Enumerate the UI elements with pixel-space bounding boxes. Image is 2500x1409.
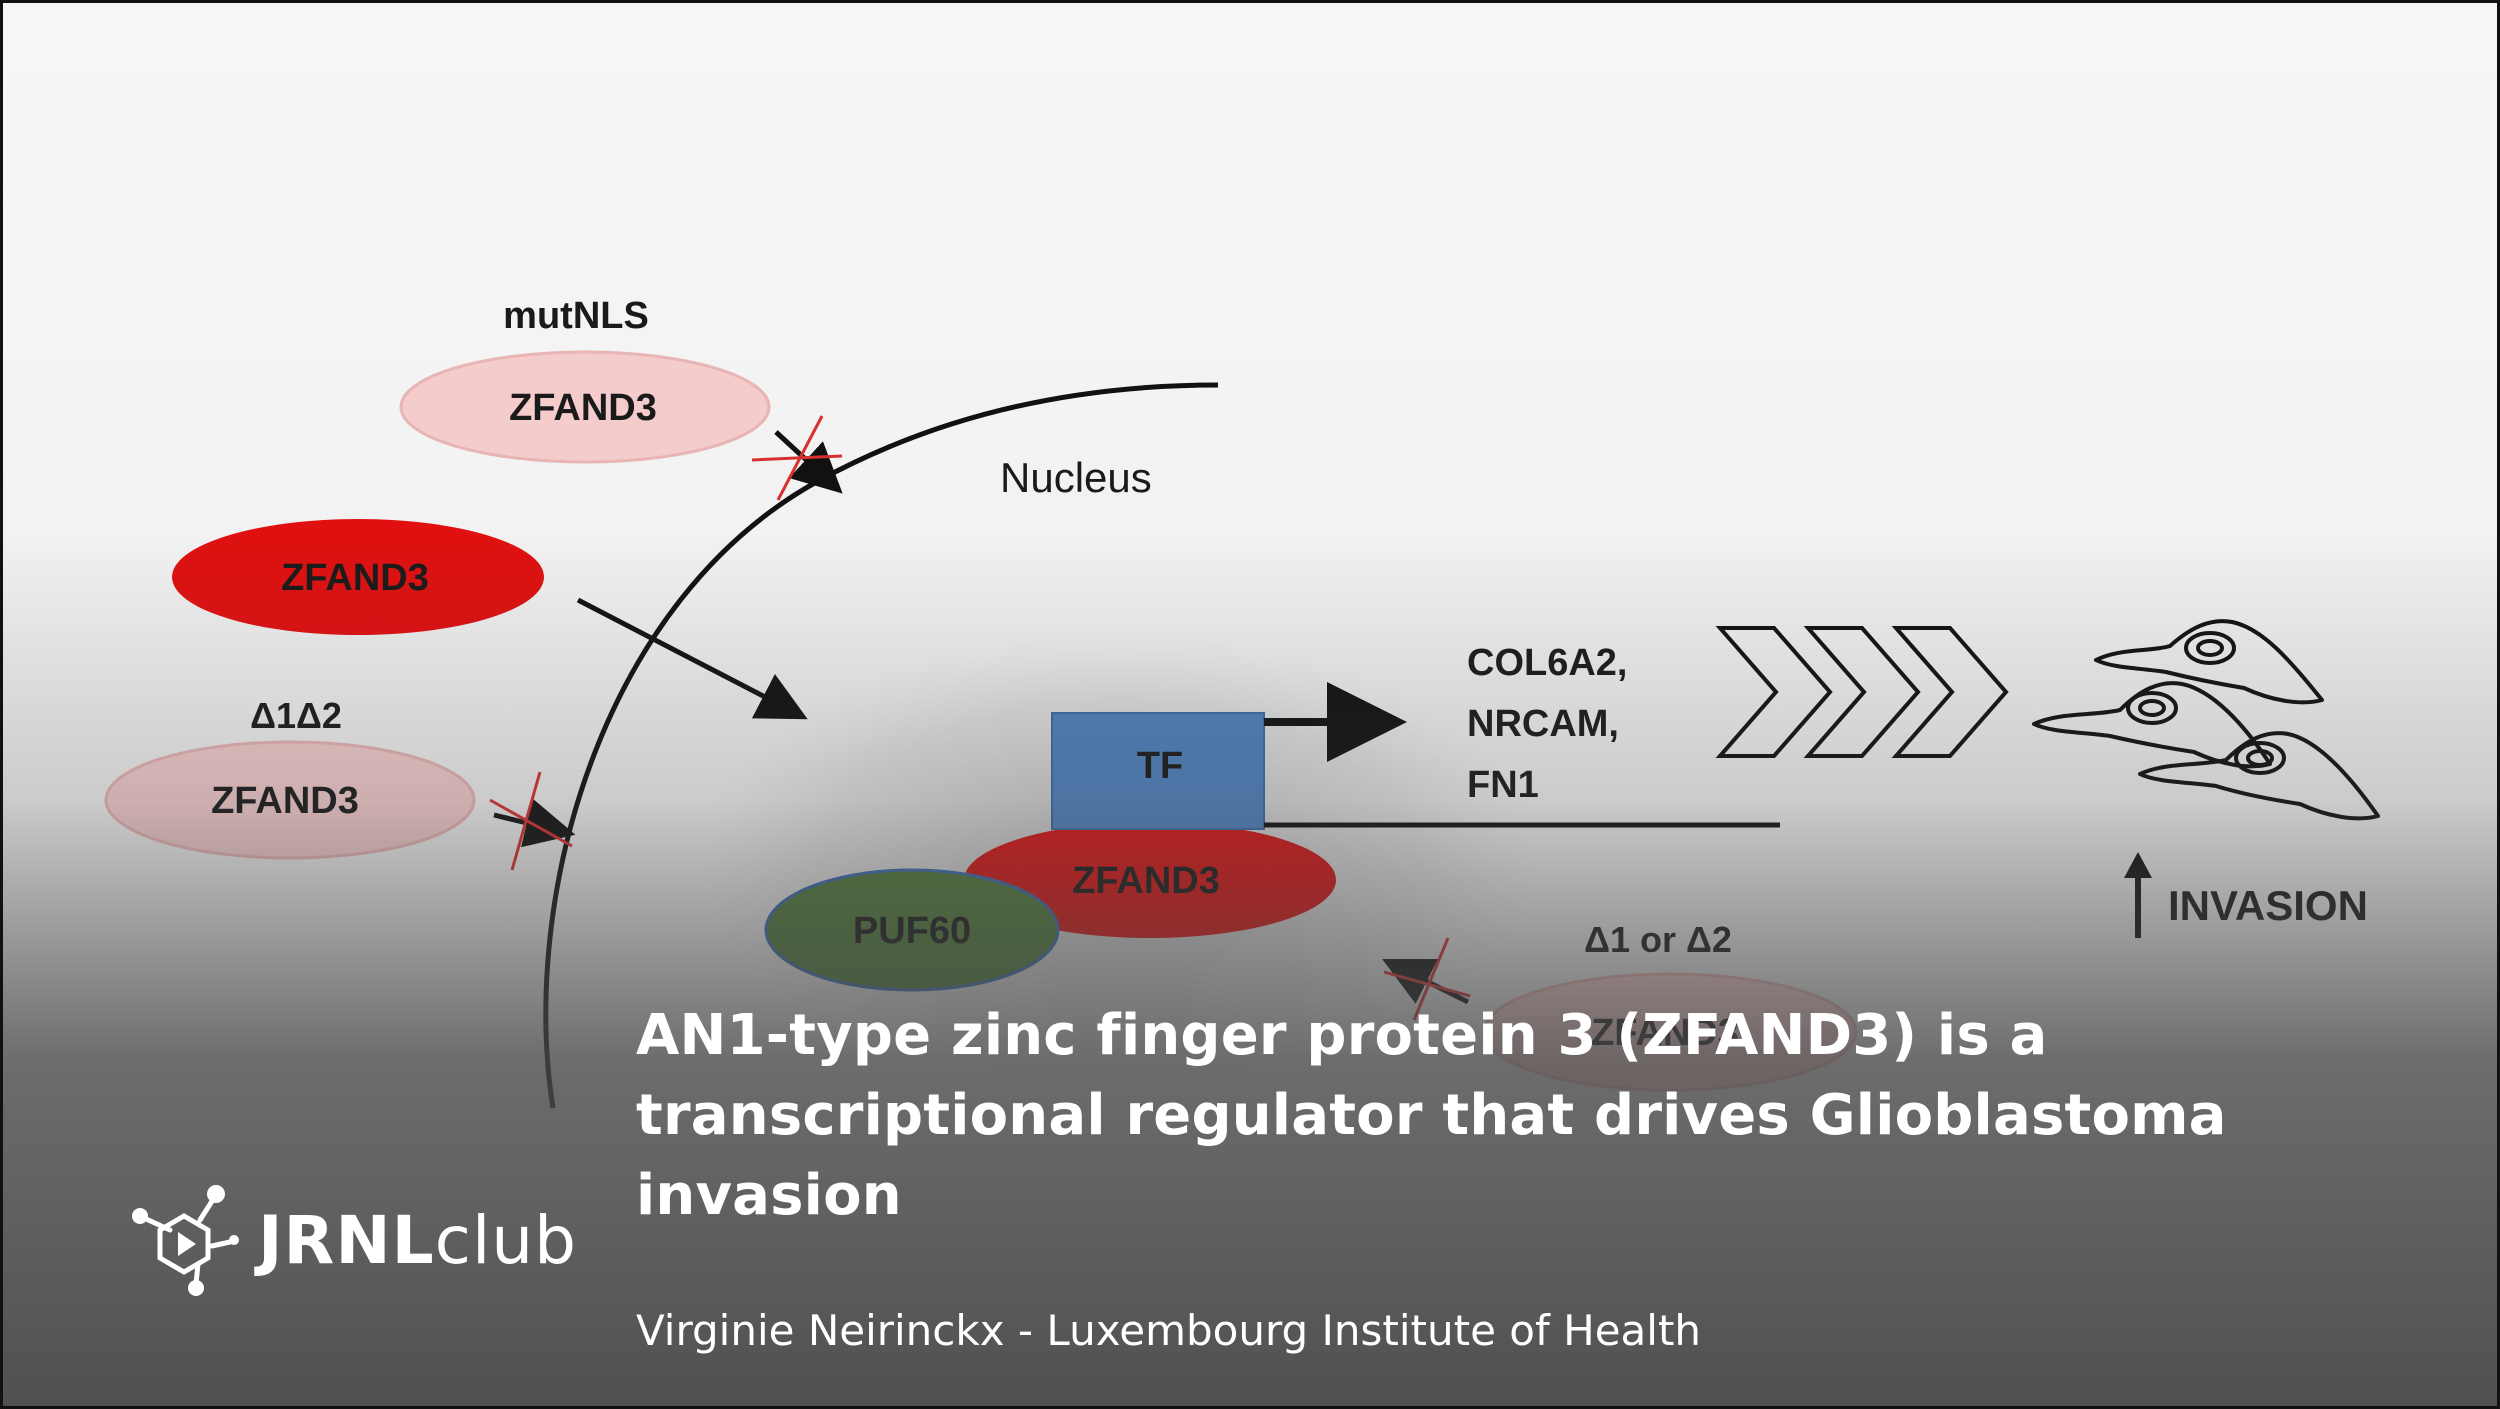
brand-bold: JRNL — [258, 1201, 435, 1279]
invasion-label: INVASION — [2168, 882, 2368, 929]
target-gene-col6a2: COL6A2, — [1467, 642, 1627, 684]
tf-label: TF — [1137, 745, 1183, 787]
mutnls-zfand3-label: ZFAND3 — [509, 387, 657, 429]
brand-light: club — [434, 1201, 578, 1279]
puf60-label: PUF60 — [853, 910, 971, 952]
molecule-play-icon — [132, 1185, 239, 1296]
brand-wordmark: JRNLclub — [258, 1202, 577, 1279]
target-gene-nrcam: NRCAM, — [1467, 703, 1619, 745]
d1-or-d2-label: Δ1 or Δ2 — [1584, 919, 1732, 960]
author-affiliation: Virginie Neirinckx - Luxembourg Institut… — [636, 1306, 1702, 1355]
d1d2-label: Δ1Δ2 — [250, 695, 342, 736]
d1d2-zfand3-label: ZFAND3 — [211, 780, 359, 822]
target-gene-fn1: FN1 — [1467, 764, 1539, 806]
nucleus-label: Nucleus — [1000, 454, 1152, 501]
jrnlclub-logo: JRNLclub — [126, 1180, 577, 1300]
paper-title: AN1-type zinc finger protein 3 (ZFAND3) … — [636, 1003, 2227, 1228]
wt-zfand3-label: ZFAND3 — [281, 557, 429, 599]
mutnls-label: mutNLS — [503, 295, 649, 337]
complex-zfand3-label: ZFAND3 — [1072, 860, 1220, 902]
